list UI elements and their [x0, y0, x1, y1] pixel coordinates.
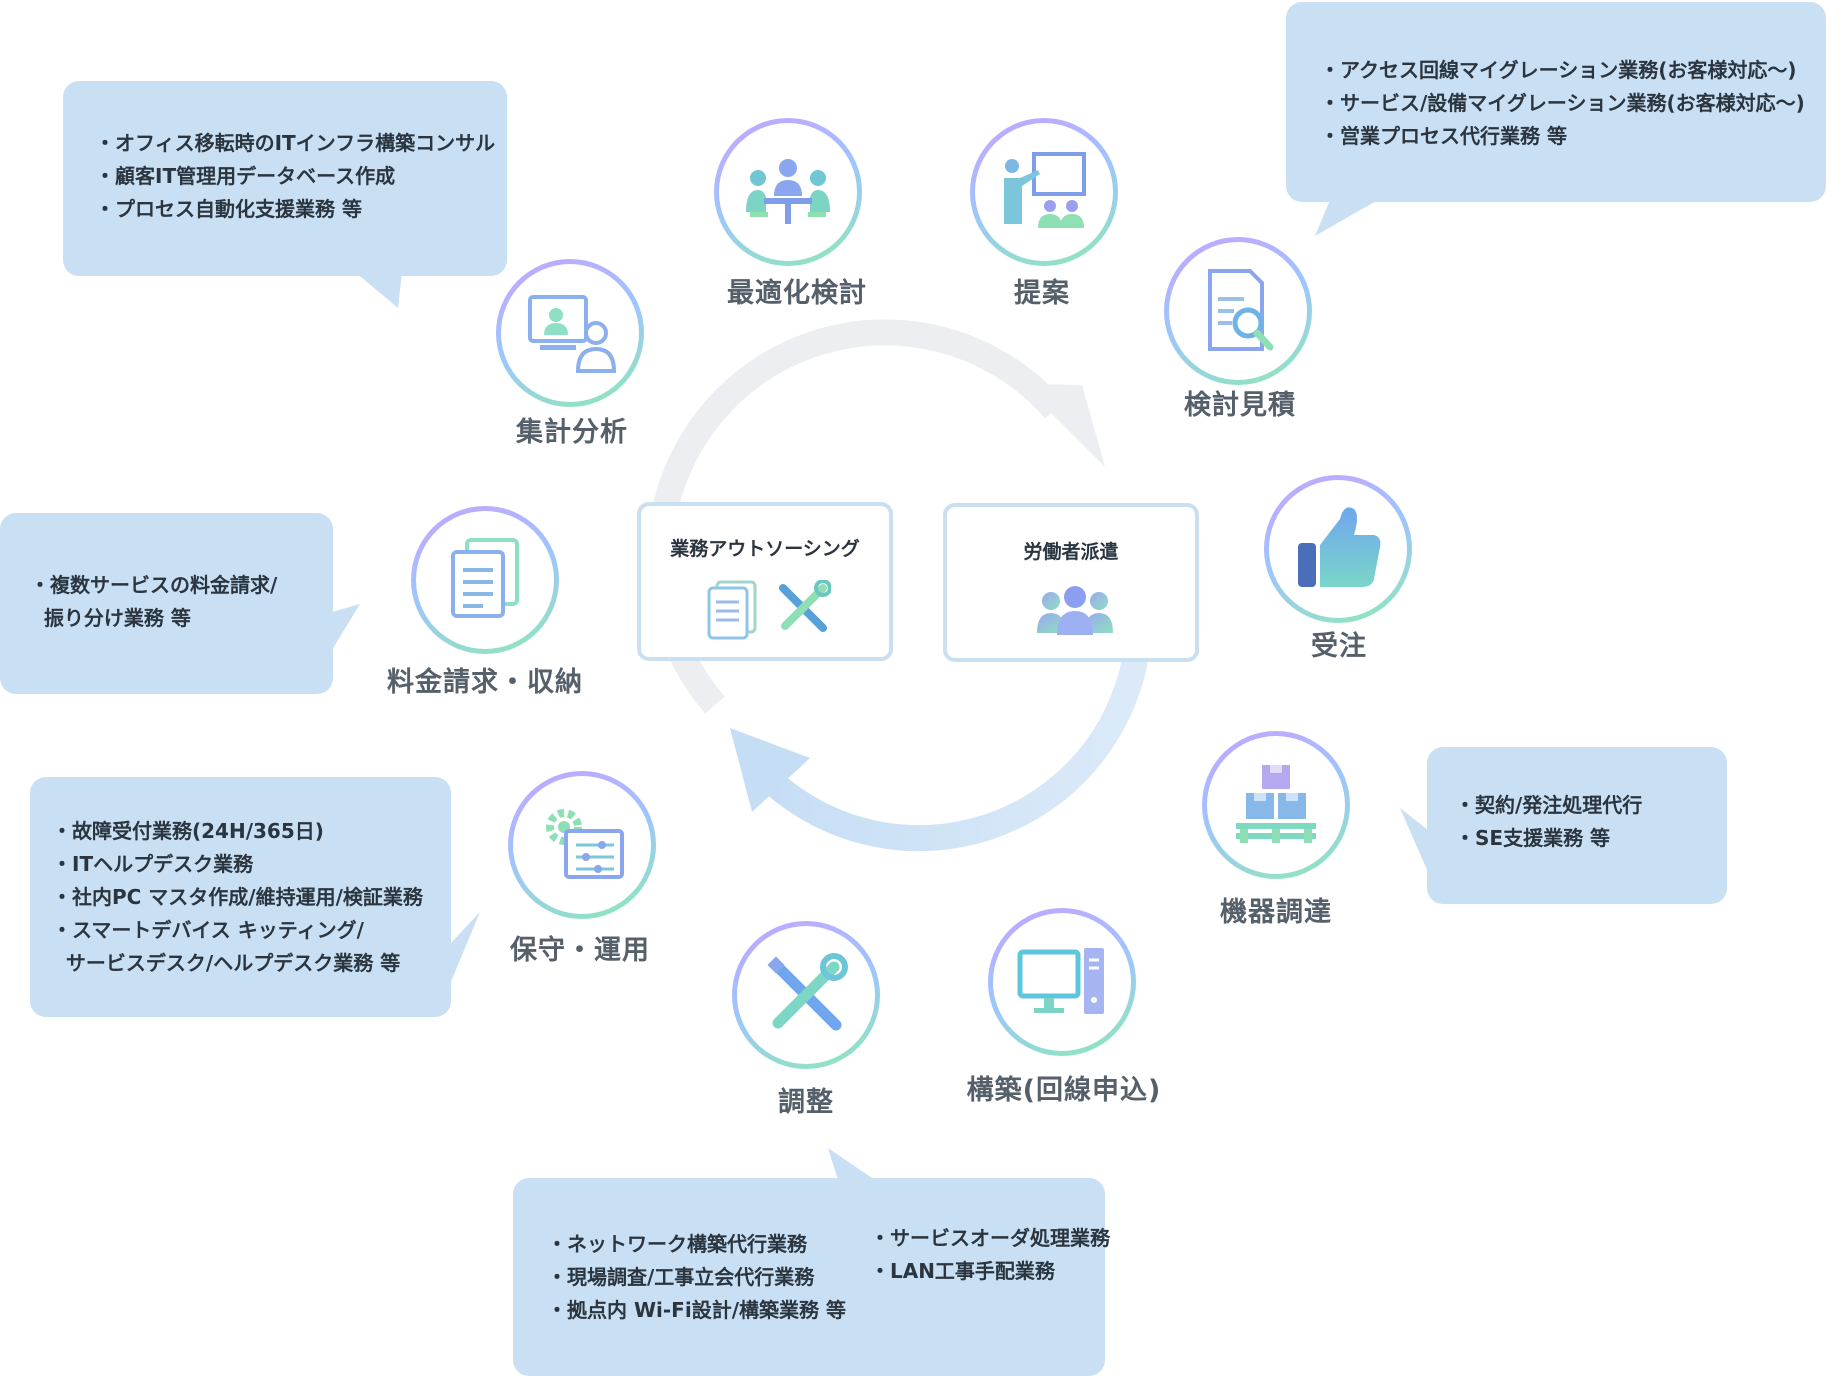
node-maintenance [508, 771, 656, 919]
bubble-estimate: ・アクセス回線マイグレーション業務(お客様対応〜) ・サービス/設備マイグレーシ… [1286, 2, 1826, 202]
node-ring [988, 908, 1136, 1056]
node-billing [411, 506, 559, 654]
bubble-item: ・LAN工事手配業務 [869, 1259, 1055, 1283]
meeting-icon [746, 159, 830, 224]
gear-settings-icon [546, 809, 624, 879]
bubble-column-right: ・サービスオーダ処理業務 ・LAN工事手配業務 [870, 1222, 1110, 1327]
boxes-icon [1236, 765, 1316, 843]
node-ring [1202, 731, 1350, 879]
bubble-item: ・ネットワーク構築代行業務 [547, 1232, 807, 1256]
bubble-item: サービスデスク/ヘルプデスク業務 等 [52, 951, 401, 975]
bubble-item: ・スマートデバイス キッティング/ [52, 918, 364, 942]
bubble-item: ・アクセス回線マイグレーション業務(お客様対応〜) [1320, 58, 1797, 82]
node-analysis [496, 259, 644, 407]
bubble-column-left: ・ネットワーク構築代行業務 ・現場調査/工事立会代行業務 ・拠点内 Wi-Fi設… [547, 1228, 846, 1327]
bubble-tail-adjustment [828, 1148, 875, 1180]
bubble-tail-estimate [1315, 200, 1378, 236]
bubble-item: 振り分け業務 等 [30, 606, 191, 630]
bubble-item: ・営業プロセス代行業務 等 [1320, 124, 1567, 148]
bubble-tail-maintenance [450, 912, 480, 984]
center-box-title: 業務アウトソーシング [670, 538, 860, 560]
monitor-user-icon [528, 295, 617, 373]
node-label-billing: 料金請求・収納 [387, 667, 583, 698]
node-label-proposal: 提案 [1014, 278, 1070, 309]
bubble-item: ・顧客IT管理用データベース作成 [95, 164, 396, 188]
bubble-item: ・ITヘルプデスク業務 [52, 852, 254, 876]
search-document-icon [1208, 269, 1274, 351]
node-ring [496, 259, 644, 407]
node-label-optimization: 最適化検討 [727, 278, 867, 309]
bubble-tail-analysis [355, 272, 402, 308]
cycle-arrowhead-bottom [730, 728, 810, 812]
node-ring [732, 921, 880, 1069]
cycle-arrowhead-top [1022, 384, 1105, 467]
node-ring [714, 118, 862, 266]
bubble-procurement: ・契約/発注処理代行 ・SE支援業務 等 [1427, 747, 1727, 904]
thumbs-up-icon [1298, 507, 1381, 587]
node-label-analysis: 集計分析 [516, 417, 628, 448]
bubble-maintenance: ・故障受付業務(24H/365日) ・ITヘルプデスク業務 ・社内PC マスタ作… [30, 777, 451, 1017]
node-label-adjustment: 調整 [778, 1087, 834, 1118]
node-estimate [1164, 237, 1312, 385]
bubble-billing: ・複数サービスの料金請求/ 振り分け業務 等 [0, 513, 333, 694]
node-construction [988, 908, 1136, 1056]
node-label-procurement: 機器調達 [1220, 897, 1332, 928]
tools-icon [779, 580, 831, 632]
cycle-arrow-bottom [761, 657, 1148, 852]
bubble-item: ・オフィス移転時のITインフラ構築コンサル [95, 131, 496, 155]
node-procurement [1202, 731, 1350, 879]
node-label-estimate: 検討見積 [1184, 390, 1296, 421]
bubble-item: ・プロセス自動化支援業務 等 [95, 197, 362, 221]
document-icon [707, 580, 757, 640]
node-label-order: 受注 [1311, 631, 1367, 662]
center-box-dispatch: 労働者派遣 [943, 503, 1199, 662]
node-label-maintenance: 保守・運用 [510, 935, 650, 966]
bubble-tail-billing [332, 604, 360, 650]
center-box-title: 労働者派遣 [1023, 541, 1119, 563]
node-proposal [970, 118, 1118, 266]
bubble-item: ・複数サービスの料金請求/ [30, 573, 278, 597]
bubble-item: ・SE支援業務 等 [1455, 826, 1611, 850]
node-ring [411, 506, 559, 654]
node-optimization [714, 118, 862, 266]
bubble-analysis: ・オフィス移転時のITインフラ構築コンサル ・顧客IT管理用データベース作成 ・… [63, 81, 507, 276]
node-adjustment [732, 921, 880, 1069]
bubble-item: ・現場調査/工事立会代行業務 [547, 1265, 815, 1289]
bubble-item: ・サービスオーダ処理業務 [869, 1226, 1110, 1250]
bubble-tail-procurement [1400, 808, 1428, 872]
node-order [1264, 475, 1412, 623]
bubble-item: ・拠点内 Wi-Fi設計/構築業務 等 [547, 1298, 846, 1322]
center-box-outsourcing: 業務アウトソーシング [637, 502, 893, 661]
bubble-item: ・社内PC マスタ作成/維持運用/検証業務 [52, 885, 423, 909]
node-ring [1164, 237, 1312, 385]
people-icon [1037, 586, 1113, 635]
node-label-construction: 構築(回線申込) [966, 1075, 1162, 1106]
computer-icon [1017, 948, 1104, 1014]
bubble-item: ・サービス/設備マイグレーション業務(お客様対応〜) [1320, 91, 1805, 115]
bubble-adjustment: ・ネットワーク構築代行業務 ・現場調査/工事立会代行業務 ・拠点内 Wi-Fi設… [513, 1178, 1110, 1376]
presentation-icon [1004, 152, 1086, 228]
documents-icon [451, 538, 519, 618]
bubble-item: ・故障受付業務(24H/365日) [52, 819, 324, 843]
bubble-item: ・契約/発注処理代行 [1455, 793, 1643, 817]
tools-icon [767, 953, 848, 1031]
